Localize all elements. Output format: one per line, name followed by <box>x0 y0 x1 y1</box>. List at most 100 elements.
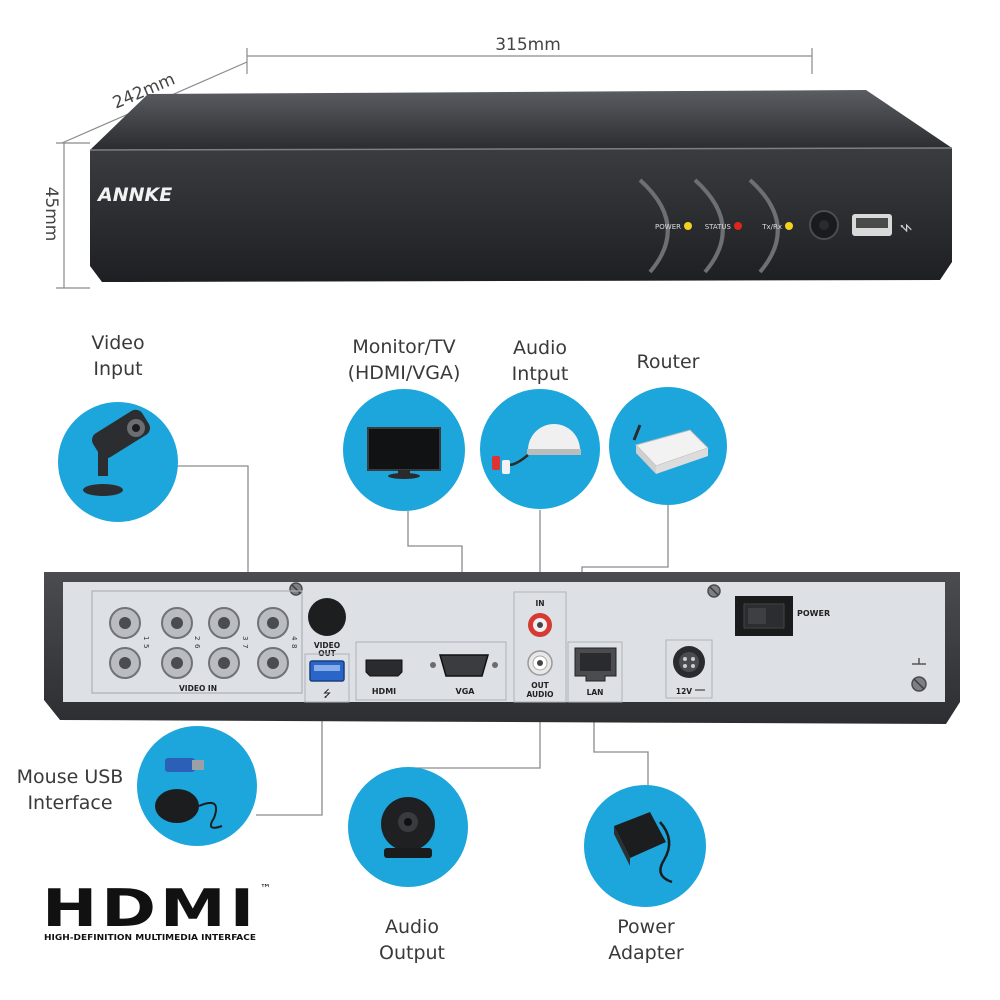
router-icon <box>632 424 709 474</box>
camera-icon <box>83 409 150 496</box>
mouse-usb-label-line1: Mouse USB <box>16 766 124 788</box>
monitor-label-line1: Monitor/TV <box>352 336 456 358</box>
audio-in-connector-icon <box>528 613 552 637</box>
power-led-icon <box>684 222 692 230</box>
monitor-circle <box>343 389 465 511</box>
power-input-label: 12V <box>676 687 692 696</box>
channel-label-2: 2 <box>193 636 201 640</box>
audio-block: IN OUT AUDIO <box>513 591 567 703</box>
router-label-line1: Router <box>636 351 700 373</box>
audio-input-label-line1: Audio <box>512 337 567 359</box>
txrx-led-icon <box>785 222 793 230</box>
usb-symbol-icon: ⭍ <box>323 688 331 700</box>
vga-port-icon <box>439 654 489 677</box>
monitor-icon <box>367 427 441 479</box>
indicator-status: STATUS <box>705 222 742 231</box>
video-input-label-line1: Video <box>91 332 145 354</box>
channel-label-3: 3 <box>241 636 249 640</box>
audio-in-label: IN <box>535 599 544 608</box>
lan-port: LAN <box>567 641 623 703</box>
power-adapter-icon <box>614 812 673 884</box>
usb-port: ⭍ <box>304 653 350 703</box>
power-input-port: 12V <box>665 639 713 699</box>
dimension-lines <box>56 48 813 289</box>
speaker-icon <box>381 797 435 858</box>
bnc-connector-icon <box>161 607 193 639</box>
hdmi-port-icon <box>365 659 403 677</box>
dvr-front-view: ANNKE POWER STATUS Tx/Rx ⭍ <box>89 90 953 282</box>
hdmi-label: HDMI <box>372 687 396 696</box>
bnc-connector-icon <box>161 647 193 679</box>
video-in-label: VIDEO IN <box>179 684 217 693</box>
audio-input-label-line2: Intput <box>511 363 569 385</box>
bnc-connector-icon <box>257 607 289 639</box>
width-dimension: 315mm <box>495 35 561 55</box>
video-out-connector-icon <box>308 598 346 636</box>
screw-icon <box>289 582 303 596</box>
video-in-block: 1 2 3 4 5 6 7 8 VIDEO IN <box>91 590 303 694</box>
mouse-usb-label-line2: Interface <box>27 792 113 814</box>
power-adapter-label-line1: Power <box>617 916 675 938</box>
indicator-power: POWER <box>655 222 692 231</box>
hdmi-tagline: HIGH-DEFINITION MULTIMEDIA INTERFACE <box>44 933 256 942</box>
bnc-connector-icon <box>208 647 240 679</box>
power-adapter-label-line2: Adapter <box>608 942 684 964</box>
channel-label-8: 8 <box>290 644 298 648</box>
audio-output-label-line2: Output <box>379 942 445 964</box>
vga-label: VGA <box>456 687 476 696</box>
dc-power-connector-icon <box>673 646 705 678</box>
svg-text:⭍: ⭍ <box>899 223 913 233</box>
power-switch: POWER <box>735 596 830 636</box>
audio-input-label: Audio Intput <box>488 335 592 387</box>
indicator-power-label: POWER <box>655 223 681 231</box>
lan-label: LAN <box>587 688 604 697</box>
monitor-label: Monitor/TV (HDMI/VGA) <box>334 334 474 386</box>
audio-output-label-line1: Audio <box>384 916 439 938</box>
audio-output-label: Audio Output <box>360 914 464 966</box>
video-input-label: Video Input <box>66 330 170 382</box>
height-dimension: 45mm <box>41 187 61 242</box>
indicator-status-label: STATUS <box>705 223 732 231</box>
bnc-connector-icon <box>109 647 141 679</box>
channel-label-1: 1 <box>142 636 150 640</box>
hdmi-logo-mark: HDMI <box>42 879 258 939</box>
dvr-rear-view: 1 2 3 4 5 6 7 8 VIDEO IN VIDEO OUT ⭍ H <box>44 572 960 724</box>
channel-label-4: 4 <box>290 636 298 641</box>
microphone-icon <box>492 424 581 474</box>
bnc-connector-icon <box>257 647 289 679</box>
audio-label: AUDIO <box>526 690 553 699</box>
screw-icon <box>707 584 721 598</box>
router-label: Router <box>618 349 718 375</box>
audio-out-connector-icon <box>527 650 553 676</box>
power-adapter-circle <box>584 785 706 907</box>
channel-label-7: 7 <box>241 644 249 648</box>
audio-input-circle <box>480 389 600 509</box>
hdmi-logo: HDMI ™ HIGH-DEFINITION MULTIMEDIA INTERF… <box>42 879 271 942</box>
status-led-icon <box>734 222 742 230</box>
camera-circle <box>58 402 178 522</box>
mouse-usb-label: Mouse USB Interface <box>6 764 134 816</box>
audio-out-label: OUT <box>531 681 549 690</box>
power-switch-label: POWER <box>797 609 830 618</box>
monitor-label-line2: (HDMI/VGA) <box>347 362 461 384</box>
router-circle <box>609 387 727 505</box>
indicator-txrx-label: Tx/Rx <box>761 223 782 231</box>
bnc-connector-icon <box>109 607 141 639</box>
video-input-label-line2: Input <box>93 358 143 380</box>
ir-receiver-icon <box>809 210 839 240</box>
indicator-txrx: Tx/Rx <box>761 222 793 231</box>
ground-screw-icon <box>911 658 927 692</box>
brand-logo: ANNKE <box>96 184 172 206</box>
channel-label-5: 5 <box>142 644 150 648</box>
bnc-connector-icon <box>208 607 240 639</box>
mouse-usb-circle <box>137 726 257 846</box>
front-usb-port-icon: ⭍ <box>852 214 913 236</box>
video-out-label: VIDEO <box>314 641 340 650</box>
hdmi-vga-block: HDMI VGA <box>355 641 507 701</box>
mouse-icon <box>155 758 223 829</box>
power-adapter-label: Power Adapter <box>594 914 698 966</box>
audio-output-circle <box>348 767 468 887</box>
channel-label-6: 6 <box>193 644 201 649</box>
hdmi-trademark: ™ <box>260 882 271 895</box>
